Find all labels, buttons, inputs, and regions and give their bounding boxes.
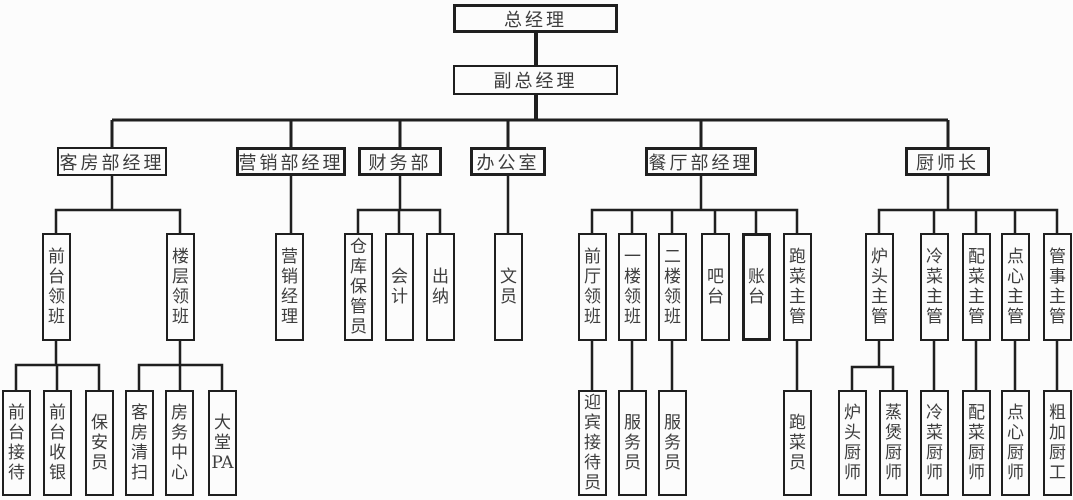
node-front-desk-supervisor: 前台领班: [42, 233, 71, 341]
node-food-runner: 跑菜员: [783, 390, 812, 496]
node-room-cleaning: 客房清扫: [125, 390, 154, 496]
node-cold-dish-supervisor: 冷菜主管: [920, 233, 949, 341]
node-steam-pot-chef: 蒸煲厨师: [879, 390, 908, 496]
node-steward-supervisor: 管事主管: [1043, 233, 1072, 341]
node-dimsum-chef: 点心厨师: [1001, 390, 1030, 496]
node-stove-supervisor: 炉头主管: [865, 233, 894, 341]
node-clerk: 文员: [494, 233, 523, 341]
connector-main-bus: [110, 118, 950, 147]
node-front-desk-cashier: 前台收银: [43, 390, 72, 496]
node-second-floor-supervisor: 二楼领班: [658, 233, 687, 341]
node-cold-dish-chef: 冷菜厨师: [920, 390, 949, 496]
node-front-desk-reception: 前台接待: [2, 390, 31, 496]
connector-dept-buses: [54, 176, 1059, 233]
node-housekeeping-center: 房务中心: [165, 390, 194, 496]
node-finance-dept: 财务部: [358, 147, 442, 176]
node-marketing-dept-manager: 营销部经理: [236, 147, 346, 176]
node-garnish-chef: 配菜厨师: [962, 390, 991, 496]
node-garnish-supervisor: 配菜主管: [962, 233, 991, 341]
node-security-guard: 保安员: [85, 390, 114, 496]
node-greeter: 迎宾接待员: [578, 390, 607, 496]
connector-staff-buses: [14, 341, 1059, 390]
node-cashier: 出纳: [426, 233, 455, 341]
node-marketing-manager: 营销经理: [275, 233, 304, 341]
node-stove-chef: 炉头厨师: [838, 390, 867, 496]
node-rough-prep-worker: 粗加厨工: [1043, 390, 1072, 496]
node-accounts-counter: 账台: [742, 233, 771, 341]
node-lobby-pa: 大堂PA: [208, 390, 237, 496]
node-bar-counter: 吧台: [701, 233, 730, 341]
node-dimsum-supervisor: 点心主管: [1001, 233, 1030, 341]
node-waiter-second-floor: 服务员: [658, 390, 687, 496]
node-front-hall-supervisor: 前厅领班: [578, 233, 607, 341]
node-restaurant-dept-manager: 餐厅部经理: [645, 147, 757, 176]
node-food-runner-supervisor: 跑菜主管: [783, 233, 812, 341]
node-deputy-general-manager: 副总经理: [453, 65, 618, 95]
node-warehouse-keeper: 仓库保管员: [344, 233, 373, 341]
node-head-chef: 厨师长: [905, 147, 990, 176]
node-office: 办公室: [470, 147, 546, 176]
node-waiter-first-floor: 服务员: [618, 390, 647, 496]
node-accountant: 会计: [385, 233, 414, 341]
node-general-manager: 总经理: [453, 4, 618, 33]
node-floor-supervisor: 楼层领班: [166, 233, 195, 341]
node-housekeeping-dept-manager: 客房部经理: [57, 147, 167, 176]
node-first-floor-supervisor: 一楼领班: [618, 233, 647, 341]
